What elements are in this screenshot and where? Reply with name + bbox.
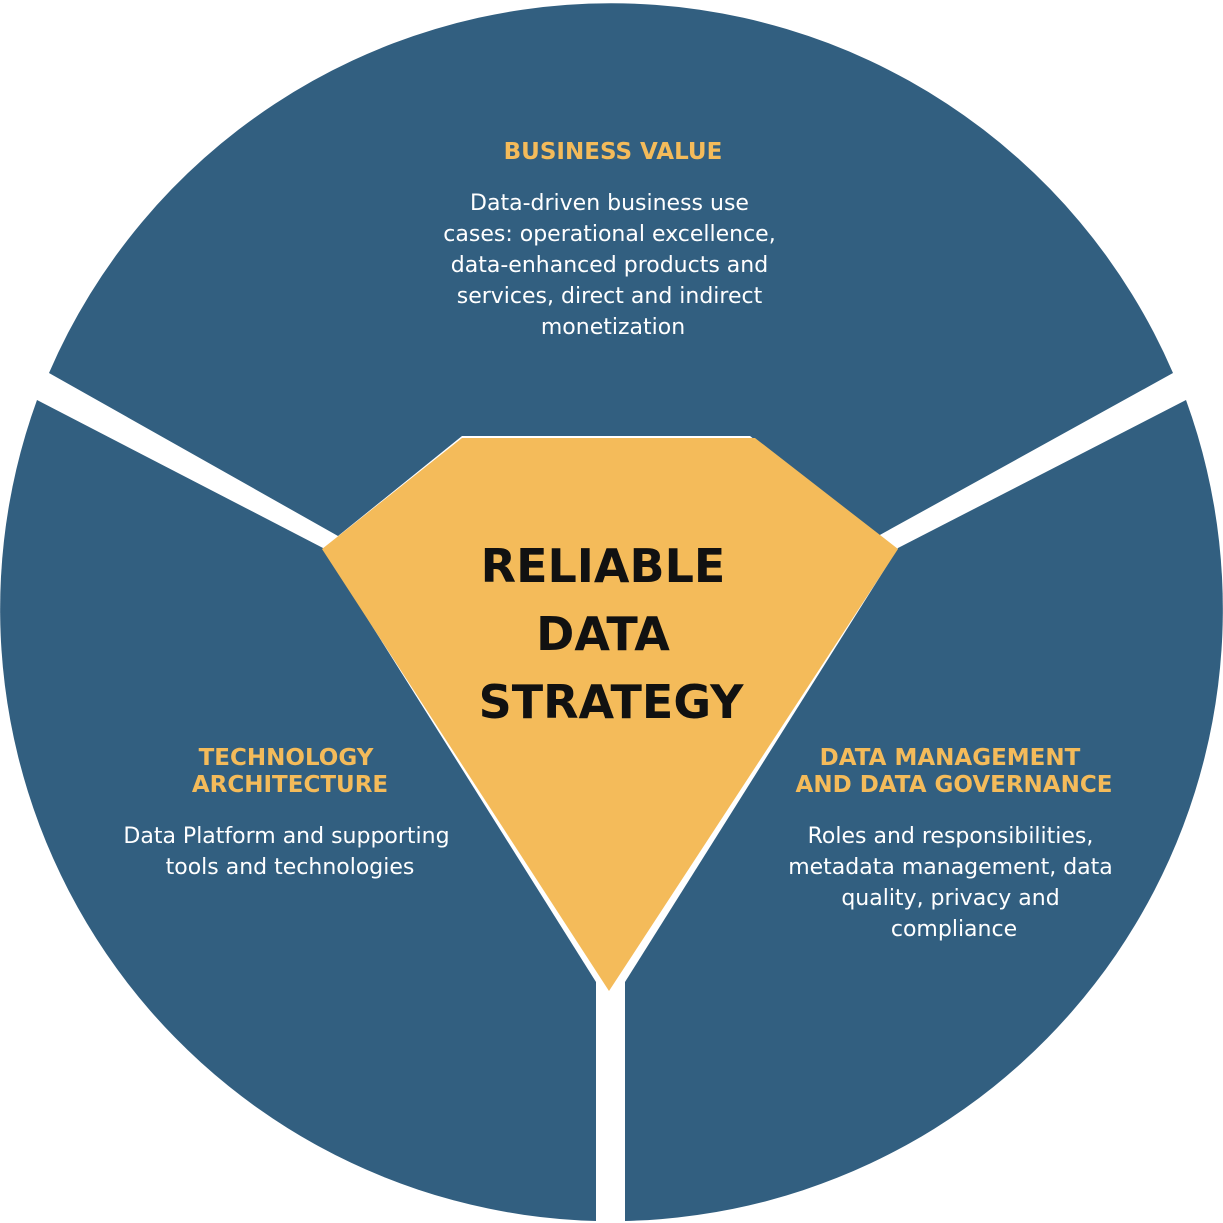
technology-architecture-title-line: TECHNOLOGY — [199, 745, 374, 771]
data-management-body: Roles and responsibilities, metadata man… — [788, 824, 1120, 942]
business-value-body-line: services, direct and indirect — [457, 284, 763, 309]
data-management-body-line: metadata management, data — [788, 855, 1113, 880]
center-diamond — [322, 438, 898, 991]
data-management-title-line: AND DATA GOVERNANCE — [796, 772, 1113, 798]
technology-architecture-title-line: ARCHITECTURE — [192, 772, 388, 798]
business-value-body-line: Data-driven business use — [470, 191, 749, 216]
business-value-body-line: cases: operational excellence, — [443, 222, 775, 247]
segment-business-value — [49, 3, 1173, 537]
center-title-line: DATA — [536, 607, 670, 661]
segment-data-management — [625, 400, 1223, 1221]
data-management-body-line: quality, privacy and — [841, 886, 1059, 911]
data-management-title-line: DATA MANAGEMENT — [820, 745, 1081, 771]
data-management-body-line: Roles and responsibilities, — [808, 824, 1094, 849]
data-management-title: DATA MANAGEMENT AND DATA GOVERNANCE — [796, 745, 1113, 798]
business-value-body: Data-driven business use cases: operatio… — [443, 191, 782, 340]
data-management-body-line: compliance — [891, 917, 1017, 942]
segment-technology-architecture — [0, 400, 596, 1221]
technology-architecture-body-line: Data Platform and supporting — [123, 824, 449, 849]
center-title-line: STRATEGY — [479, 675, 745, 729]
business-value-body-line: monetization — [541, 315, 685, 340]
technology-architecture-title: TECHNOLOGY ARCHITECTURE — [192, 745, 388, 798]
technology-architecture-body: Data Platform and supporting tools and t… — [123, 824, 456, 880]
technology-architecture-body-line: tools and technologies — [166, 855, 415, 880]
business-value-title: BUSINESS VALUE — [504, 139, 723, 165]
business-value-body-line: data-enhanced products and — [451, 253, 768, 278]
center-title: RELIABLE DATA STRATEGY — [479, 539, 745, 729]
center-title-line: RELIABLE — [481, 539, 726, 593]
